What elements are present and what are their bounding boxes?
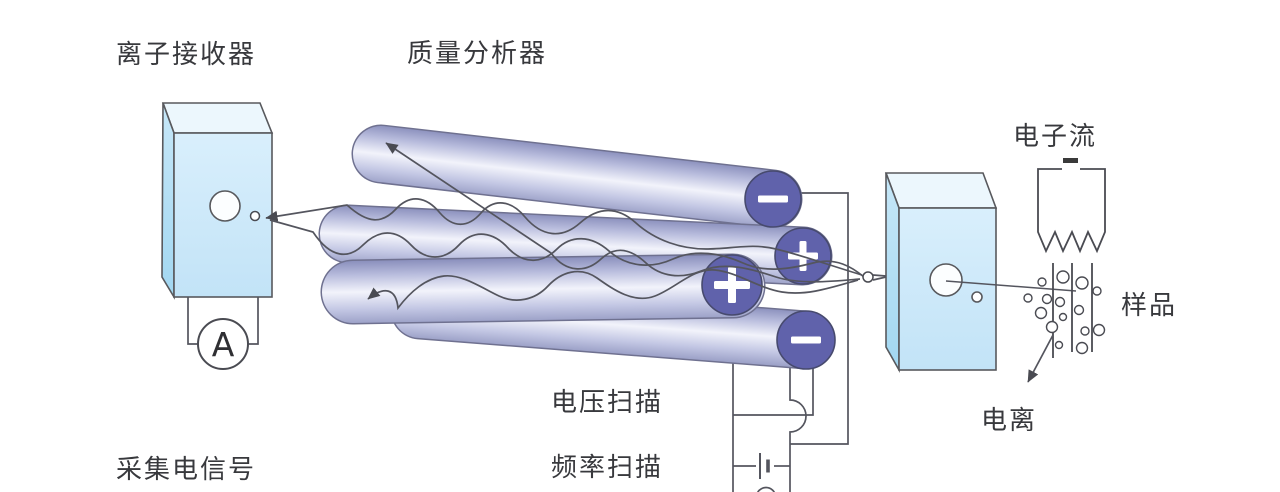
filament-outline — [1037, 168, 1106, 254]
trajectory-unstable-down — [367, 269, 859, 311]
ammeter-circle — [197, 318, 249, 370]
rod-upper-right — [318, 204, 833, 286]
label-electron-flow: 电子流 — [1013, 121, 1098, 151]
trajectory-stable-2 — [269, 219, 865, 278]
cathode-dash — [1063, 158, 1078, 163]
cap-bottom-minus — [776, 310, 836, 370]
label-mass-analyzer: 质量分析器 — [407, 38, 548, 68]
label-sample: 样品 — [1121, 290, 1178, 320]
cap-top-minus — [744, 170, 802, 228]
ammeter: A — [187, 297, 259, 370]
minus-symbol — [791, 336, 821, 344]
ion-dot-detector — [249, 210, 261, 222]
wire-hop-over — [789, 366, 807, 444]
sample-dots — [1023, 270, 1106, 355]
ionization-arrow — [1027, 334, 1054, 383]
source-top-face — [884, 172, 998, 209]
trajectory-stable-1 — [265, 198, 863, 276]
plus-symbol — [728, 267, 736, 303]
quadrupole-rods — [318, 124, 836, 370]
label-voltage-scan: 电压扫描 — [551, 387, 664, 417]
entry-line-lower — [872, 276, 887, 281]
filament-symbol — [1037, 158, 1106, 358]
source-side-face — [885, 172, 900, 374]
source-aperture — [929, 263, 963, 297]
source-small-hole — [971, 291, 983, 303]
ammeter-label: A — [212, 325, 235, 364]
cap-front-middle-plus — [701, 254, 763, 316]
trajectory-unstable-up — [385, 142, 861, 283]
detector-aperture — [209, 190, 241, 222]
label-ion-receiver: 离子接收器 — [116, 39, 257, 69]
rod-front-middle — [320, 253, 766, 325]
wire-top-minus-cap — [790, 192, 849, 445]
ion-source-box — [884, 172, 998, 374]
ion-dot-entry — [862, 271, 874, 283]
detector-top-face — [161, 102, 274, 134]
label-frequency-scan: 频率扫描 — [551, 452, 664, 482]
rod-top — [351, 124, 803, 229]
label-ionization: 电离 — [981, 405, 1038, 435]
label-signal-collection: 采集电信号 — [116, 454, 257, 484]
electron-beam-line — [945, 280, 1077, 292]
minus-symbol — [758, 195, 788, 203]
wire-bottom-minus-cap — [733, 368, 814, 416]
ion-trajectories — [265, 142, 887, 311]
entry-line-upper — [872, 274, 887, 277]
ac-source-circle — [756, 486, 776, 492]
detector-side-face — [161, 102, 175, 300]
ion-detector-box — [161, 102, 274, 300]
